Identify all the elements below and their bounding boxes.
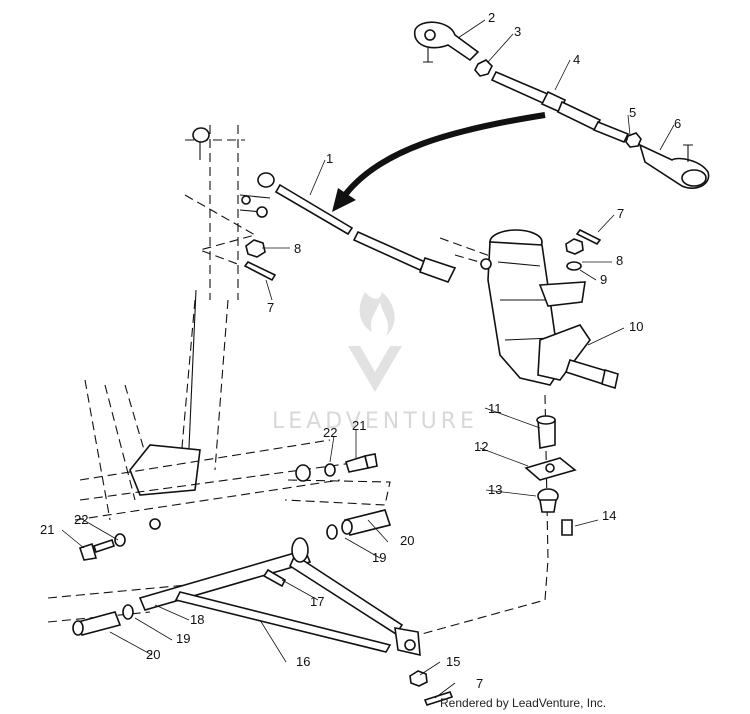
leader-lines (61, 19, 675, 699)
callout-8-left: 8 (294, 241, 301, 256)
callout-15: 15 (446, 654, 460, 669)
callout-6: 6 (674, 116, 681, 131)
callout-3: 3 (514, 24, 521, 39)
credit-text: Rendered by LeadVenture, Inc. (440, 696, 606, 710)
callout-11: 11 (488, 401, 502, 416)
callout-22-left: 22 (74, 512, 88, 527)
callout-10: 10 (629, 319, 643, 334)
spindle (399, 229, 619, 641)
callout-17: 17 (310, 594, 324, 609)
v-logo-icon (348, 346, 402, 392)
tie-rod-assembly (414, 21, 710, 189)
bushings-and-bolts (72, 453, 454, 706)
callout-7-spindle: 7 (617, 206, 624, 221)
steering-column (47, 125, 391, 623)
callout-8-spindle: 8 (616, 253, 623, 268)
arrow-head-icon (332, 188, 356, 212)
callout-2: 2 (488, 10, 495, 25)
callout-7-bottom: 7 (476, 676, 483, 691)
callout-20-left: 20 (146, 647, 160, 662)
ball-joint-hardware (524, 415, 577, 536)
callout-labels: 2 3 4 5 6 1 7 8 8 9 7 10 11 12 13 14 15 … (40, 10, 681, 691)
spindle-hardware (565, 228, 602, 271)
watermark-text: LEADVENTURE (272, 409, 478, 434)
callout-7-left: 7 (267, 300, 274, 315)
callout-13: 13 (488, 482, 502, 497)
callout-19-left: 19 (176, 631, 190, 646)
watermark: LEADVENTURE (272, 292, 478, 434)
flame-logo-icon (359, 292, 395, 336)
callout-14: 14 (602, 508, 616, 523)
callout-4: 4 (573, 52, 580, 67)
installed-tie-rod (239, 172, 496, 283)
callout-16: 16 (296, 654, 310, 669)
callout-1: 1 (326, 151, 333, 166)
callout-9: 9 (600, 272, 607, 287)
assembly-arrow (332, 112, 546, 212)
callout-21-right: 21 (352, 418, 366, 433)
callout-5: 5 (629, 105, 636, 120)
callout-21-left: 21 (40, 522, 54, 537)
callout-20-right: 20 (400, 533, 414, 548)
callout-19-right: 19 (372, 550, 386, 565)
callout-22-right: 22 (323, 425, 337, 440)
callout-18: 18 (190, 612, 204, 627)
callout-12: 12 (474, 439, 488, 454)
a-arm (138, 537, 421, 657)
